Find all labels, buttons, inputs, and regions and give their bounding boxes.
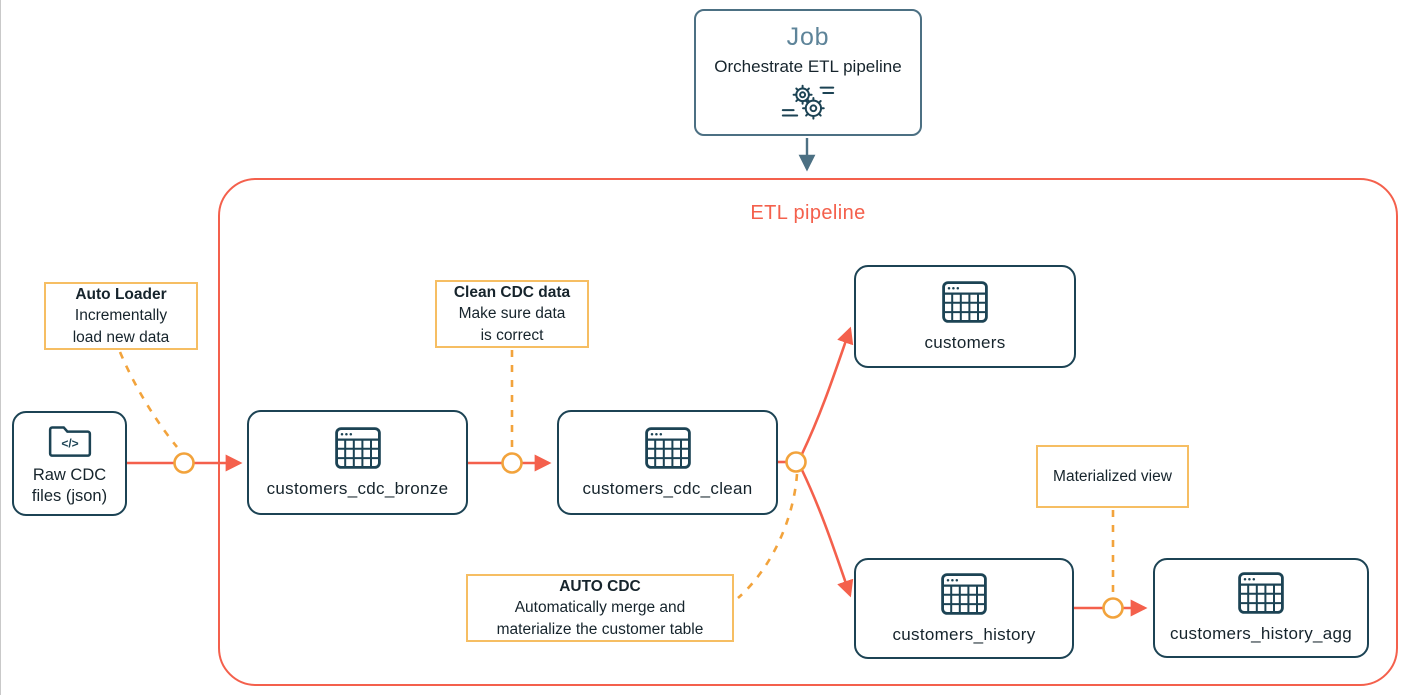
connector-dot — [785, 451, 807, 473]
table-icon — [942, 280, 988, 323]
annotation-auto-loader: Auto Loader Incrementally load new data — [44, 282, 198, 350]
svg-text:</>: </> — [61, 436, 78, 450]
annotation-title: AUTO CDC — [559, 577, 641, 595]
annotation-auto-cdc: AUTO CDC Automatically merge and materia… — [466, 574, 734, 642]
connector-dot — [173, 452, 195, 474]
node-customers: customers — [854, 265, 1076, 368]
job-box: Job Orchestrate ETL pipeline — [694, 9, 922, 136]
flow-split-to-customers — [800, 326, 854, 455]
gears-icon — [781, 81, 835, 123]
table-icon — [1238, 572, 1284, 614]
node-raw-cdc-files: </> Raw CDC files (json) — [12, 411, 127, 516]
connector-dot — [1102, 597, 1124, 619]
job-title: Job — [786, 22, 830, 51]
connector-dot — [501, 452, 523, 474]
node-label: customers — [924, 332, 1006, 352]
flow-split-to-history — [800, 469, 854, 598]
annotation-title: Auto Loader — [75, 285, 167, 303]
annotation-title: Clean CDC data — [453, 283, 571, 301]
node-customers-cdc-clean: customers_cdc_clean — [557, 410, 778, 515]
table-icon — [644, 426, 691, 469]
node-label: customers_cdc_clean — [582, 478, 753, 498]
pipeline-title: ETL pipeline — [750, 202, 866, 224]
node-customers-history: customers_history — [854, 558, 1074, 659]
node-customers-history-agg: customers_history_agg — [1153, 558, 1369, 658]
job-subtitle: Orchestrate ETL pipeline — [714, 56, 902, 76]
node-label: customers_history_agg — [1169, 624, 1353, 643]
table-icon — [941, 572, 987, 615]
node-customers-cdc-bronze: customers_cdc_bronze — [247, 410, 468, 515]
link-auto-loader — [118, 351, 179, 448]
folder-code-icon: </> — [47, 420, 93, 460]
node-label: customers_history — [892, 624, 1036, 644]
node-label: Raw CDC files (json) — [31, 466, 108, 505]
annotation-materialized-view: Materialized view — [1036, 445, 1189, 508]
etl-pipeline-container: ETL pipeline — [218, 178, 1398, 686]
table-icon — [334, 426, 381, 469]
annotation-clean-cdc-data: Clean CDC data Make sure data is correct — [435, 280, 589, 348]
link-auto-cdc — [737, 473, 799, 599]
node-label: customers_cdc_bronze — [266, 478, 449, 498]
